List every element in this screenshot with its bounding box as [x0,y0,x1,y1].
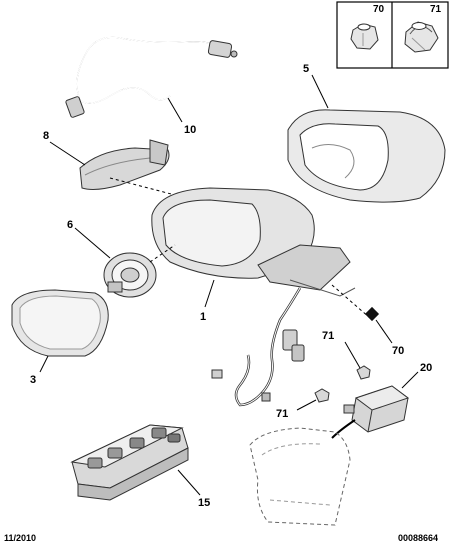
nut-70-mid [364,306,380,322]
leader-70-mid [375,319,393,344]
callout-70-mid: 70 [392,345,404,357]
callout-6: 6 [67,219,73,231]
callout-71-low: 71 [276,408,288,420]
leader-8 [49,141,86,166]
leader-71-mid [344,341,361,369]
leader-6-dash [149,244,176,263]
callout-10: 10 [184,124,196,136]
footer-date: 11/2010 [4,533,36,543]
wiring-harness-10 [65,36,238,118]
callout-5: 5 [303,63,309,75]
mirror-assembly-1 [151,187,356,297]
leader-3 [39,355,49,373]
clip-71-low [314,388,330,403]
leader-20 [401,371,419,389]
footer-ref: 00088664 [398,533,438,543]
leader-70-dash [331,284,371,319]
mirror-glass-3 [11,289,109,357]
actuator-6 [103,252,157,298]
callout-3: 3 [30,374,36,386]
inset-label-71: 71 [430,4,442,15]
window-switch-15 [70,424,189,501]
callout-1: 1 [200,311,206,323]
nut-70 [350,23,379,50]
turn-signal-8 [79,139,170,190]
callout-20: 20 [420,362,432,374]
callout-15: 15 [198,497,210,509]
leader-71-low [296,399,317,411]
clip-71-mid [356,365,371,380]
leader-10 [167,97,183,123]
clip-71 [404,21,439,53]
callout-71-mid: 71 [322,330,334,342]
mirror-cover-5 [287,109,446,203]
leader-5 [311,74,329,109]
fastener-inset-box: 70 71 [336,1,449,69]
inset-label-70: 70 [373,4,385,15]
mirror-harness [211,287,305,407]
door-outline [249,427,351,526]
leader-15 [177,469,201,496]
callout-8: 8 [43,130,49,142]
leader-1 [204,279,215,308]
control-module-20 [331,385,410,439]
leader-6 [74,227,111,259]
leader-8-dash [109,177,176,196]
